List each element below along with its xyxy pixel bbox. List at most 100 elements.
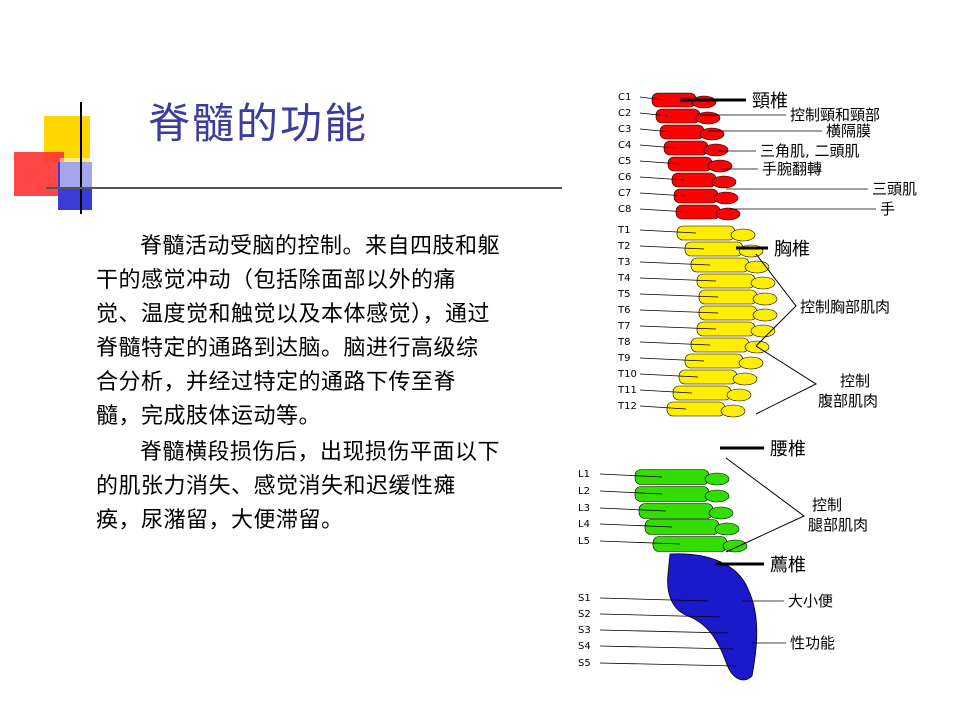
vertebra-label-C3: C3 [618, 124, 631, 135]
vertebra-L4 [644, 519, 720, 535]
spinous-process-C2 [695, 111, 721, 125]
decor-square-red [14, 152, 64, 196]
vertebra-label-L3: L3 [578, 503, 590, 514]
pointer-line-T1 [639, 229, 697, 234]
function-label-leg-2: 腿部肌肉 [808, 516, 868, 534]
pointer-line-T2 [639, 245, 705, 250]
vertebra-label-T4: T4 [617, 273, 630, 284]
vertebra-label-T8: T8 [617, 337, 630, 348]
spinous-process-T10 [732, 372, 758, 386]
spinous-process-T11 [726, 388, 752, 402]
title-underline [46, 187, 562, 189]
spinous-process-C8 [715, 207, 741, 221]
slide-body: 脊髓活动受脑的控制。来自四肢和躯干的感觉冲动（包括除面部以外的痛觉、温度觉和触觉… [96, 230, 500, 538]
vertebra-label-T5: T5 [617, 289, 630, 300]
spinous-process-T4 [750, 276, 776, 290]
leg-bracket [725, 457, 805, 553]
pointer-line-T7 [639, 325, 717, 330]
function-label-wrist: 手腕翻轉 [762, 160, 822, 178]
vertebra-label-C8: C8 [618, 204, 631, 215]
function-label-abdomen-1: 控制 [840, 372, 870, 390]
vertebra-label-T1: T1 [617, 225, 630, 236]
paragraph-1: 脊髓活动受脑的控制。来自四肢和躯干的感觉冲动（包括除面部以外的痛觉、温度觉和触觉… [96, 234, 501, 429]
vertebra-T1 [676, 225, 736, 241]
pointer-line-L2 [599, 490, 663, 495]
pointer-line-T12 [639, 405, 687, 410]
spinous-process-T3 [744, 260, 770, 274]
vertebra-label-T6: T6 [617, 305, 630, 316]
region-label-cervical: 頸椎 [752, 91, 788, 112]
decor-square-overlay [60, 158, 94, 188]
slide-title: 脊髓的功能 [148, 99, 369, 148]
spinous-process-T6 [752, 308, 778, 322]
vertebra-label-S1: S1 [578, 593, 591, 604]
spinous-process-L1 [704, 472, 730, 486]
vertebra-label-T9: T9 [617, 353, 630, 364]
function-label-neck: 控制頸和頸部 [790, 106, 880, 124]
region-label-sacral: 薦椎 [770, 555, 806, 576]
vertebra-label-L4: L4 [578, 519, 590, 530]
function-label-diaphragm: 横隔膜 [826, 122, 871, 140]
abdomen-bracket [755, 345, 818, 415]
spinous-process-C5 [707, 159, 733, 173]
pointer-line-S5 [599, 662, 737, 667]
spinous-process-T12 [720, 404, 746, 418]
pointer-line-C2 [639, 112, 669, 117]
vertebra-T7 [696, 321, 756, 337]
vertebra-label-L5: L5 [578, 536, 590, 547]
vertebra-label-C1: C1 [618, 92, 631, 103]
region-label-lumbar: 腰椎 [770, 439, 806, 460]
function-label-hand: 手 [880, 200, 895, 218]
vertebra-L5 [652, 536, 728, 552]
spinous-process-C1 [691, 95, 717, 109]
vertebra-L1 [634, 469, 710, 485]
pointer-line-T10 [639, 373, 699, 378]
vertebra-label-C6: C6 [618, 172, 631, 183]
function-label-triceps: 三頭肌 [872, 180, 917, 198]
spinous-process-L4 [714, 522, 740, 536]
spine-svg: C1C2C3C4C5C6C7C8T1T2T3T4T5T6T7T8T9T10T11… [578, 91, 917, 681]
spinous-process-C3 [699, 127, 725, 141]
spinous-process-C6 [711, 175, 737, 189]
function-label-deltoid_biceps: 三角肌, 二頭肌 [760, 142, 860, 160]
vertebra-label-T12: T12 [617, 401, 637, 412]
vertebra-label-C4: C4 [618, 140, 631, 151]
pointer-line-S3 [599, 629, 729, 634]
pointer-line-C6 [639, 176, 685, 181]
spinous-process-L3 [708, 506, 734, 520]
vertebra-label-C7: C7 [618, 188, 631, 199]
function-label-leg-1: 控制 [812, 496, 842, 514]
spinous-process-C4 [703, 143, 729, 157]
region-label-thoracic: 胸椎 [774, 239, 810, 260]
vertebra-label-T3: T3 [617, 257, 630, 268]
vertebra-C3 [659, 124, 705, 140]
pointer-line-C3 [639, 128, 673, 133]
spinous-process-L5 [722, 539, 748, 553]
pointer-line-T9 [639, 357, 705, 362]
pointer-line-S4 [599, 645, 735, 650]
vertebra-T8 [690, 337, 750, 353]
vertebra-label-C5: C5 [618, 156, 631, 167]
function-label-bowel: 大小便 [788, 592, 833, 610]
vertebra-label-L2: L2 [578, 486, 590, 497]
paragraph-2: 脊髓横段损伤后，出现损伤平面以下的肌张力消失、感觉消失和迟缓性瘫痪，尿潴留，大便… [96, 440, 501, 533]
function-label-chest: 控制胸部肌肉 [800, 298, 890, 316]
spinous-process-L2 [704, 489, 730, 503]
pointer-line-C8 [639, 208, 689, 213]
vertebra-L2 [634, 486, 710, 502]
spinous-process-C7 [713, 191, 739, 205]
vertebra-label-S3: S3 [578, 625, 591, 636]
spinous-process-T9 [738, 356, 764, 370]
spinous-process-T7 [750, 324, 776, 338]
decor-vertical-line [80, 102, 82, 214]
spinous-process-T1 [730, 228, 756, 242]
pointer-line-T4 [639, 277, 717, 282]
chest-bracket [755, 253, 797, 347]
function-label-abdomen-2: 腹部肌肉 [818, 392, 878, 410]
vertebra-T3 [690, 257, 750, 273]
pointer-line-T8 [639, 341, 711, 346]
vertebra-label-T2: T2 [617, 241, 630, 252]
function-label-sexual: 性功能 [790, 634, 835, 652]
vertebra-C5 [667, 156, 713, 172]
